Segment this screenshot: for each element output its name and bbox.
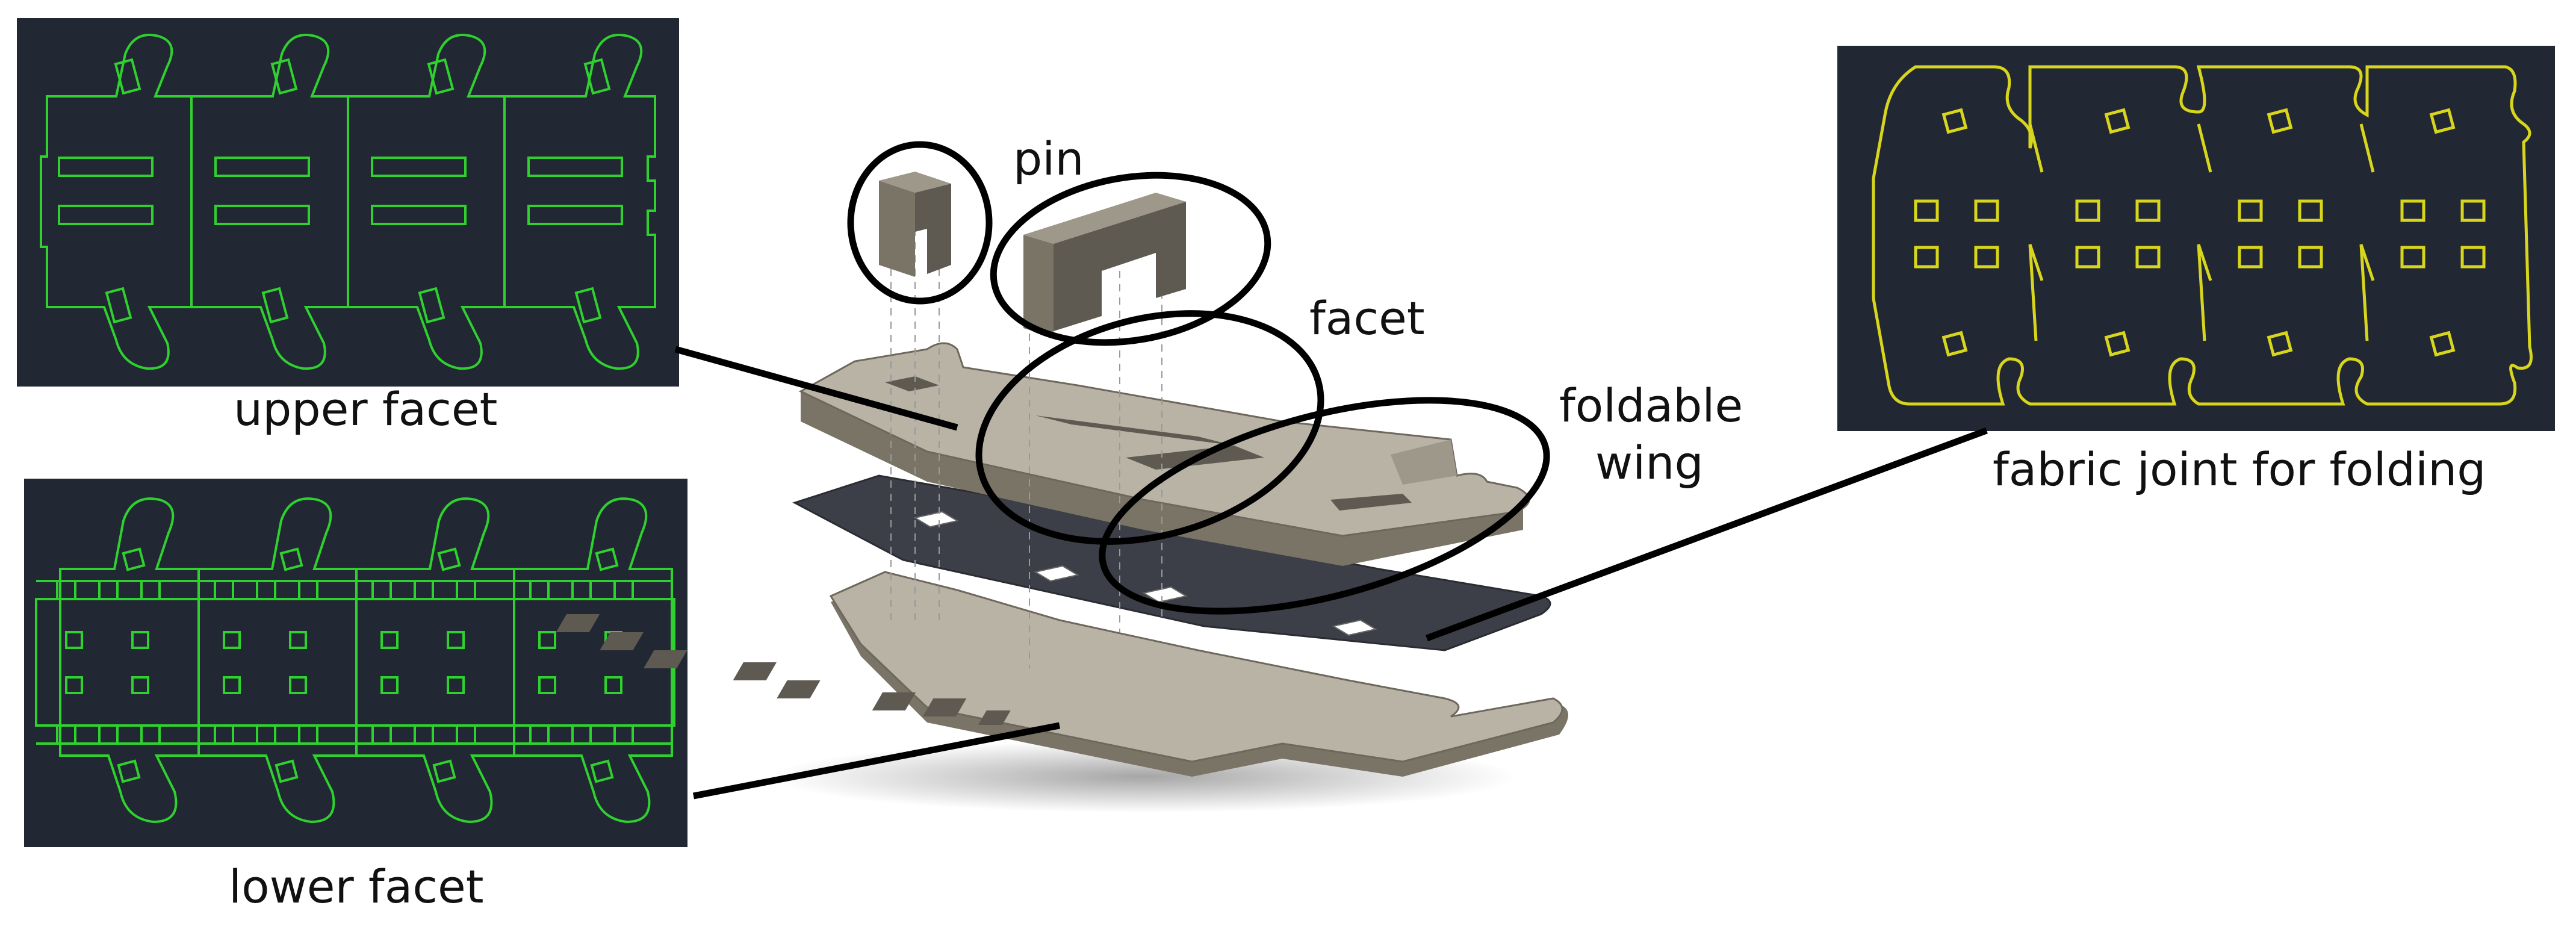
upper-facet-caption: upper facet: [234, 382, 498, 436]
callout-ellipses: [847, 141, 1550, 615]
foldable-wing-label-line1: foldable: [1559, 379, 1743, 432]
pin-long-3d: [1023, 193, 1186, 337]
fabric-joint-pattern: [1872, 65, 2533, 406]
lower-facet-pattern: [35, 497, 675, 824]
facet-callout: [975, 310, 1324, 545]
leader-lines: [674, 346, 1988, 800]
fabric-joint-leader: [1426, 427, 1988, 642]
upper-facet-pattern-panel: [17, 18, 679, 387]
lower-facet-3d: [556, 571, 1568, 777]
facet-label: facet: [1309, 291, 1425, 345]
pin-label: pin: [1013, 132, 1084, 185]
fabric-joint-caption: fabric joint for folding: [1993, 443, 2486, 496]
pin-callout-long: [990, 172, 1271, 346]
lower-facet-pattern-panel: [24, 479, 687, 847]
upper-facet-pattern: [40, 34, 656, 370]
foldable-wing-label-line2: wing: [1595, 436, 1704, 489]
fabric-joint-holes: [1914, 108, 2486, 357]
foldable-wing-callout: [1099, 397, 1550, 615]
lower-facet-unit: [36, 497, 200, 824]
pin-callout-small: [847, 141, 993, 305]
fabric-joint-outline: [1872, 65, 2533, 406]
lower-facet-caption: lower facet: [229, 860, 484, 913]
fabric-joint-pattern-panel: [1837, 46, 2555, 431]
upper-facet-unit: [40, 34, 193, 370]
pin-small-3d: [879, 172, 951, 277]
lower-facet-leader: [692, 722, 1061, 800]
upper-facet-leader: [674, 346, 958, 431]
